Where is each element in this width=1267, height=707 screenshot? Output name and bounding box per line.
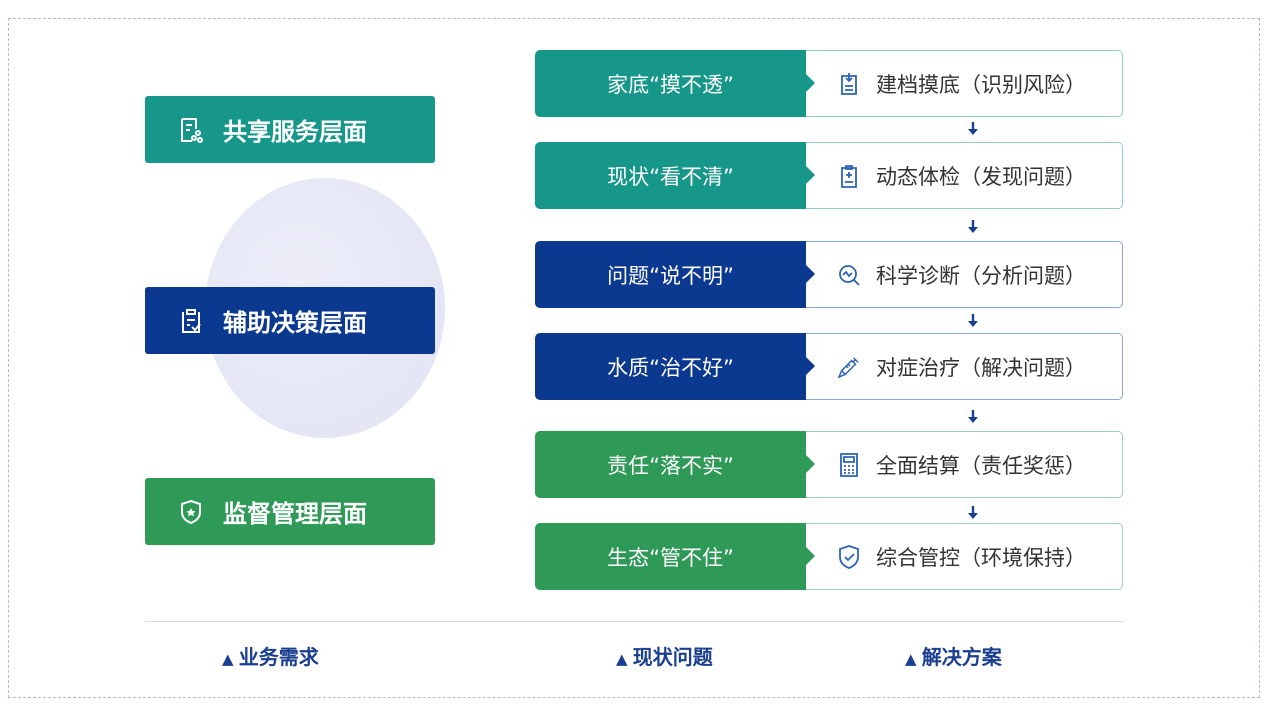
problem-label: 问题“说不明” bbox=[535, 241, 815, 308]
layer-decision-support: 辅助决策层面 bbox=[145, 287, 435, 354]
solution-box: 科学诊断（分析问题） bbox=[806, 241, 1123, 308]
solution-box: 动态体检（发现问题） bbox=[806, 142, 1123, 209]
solution-label: 科学诊断（分析问题） bbox=[876, 263, 1086, 288]
problem-solution-row: 水质“治不好” 对症治疗（解决问题） bbox=[535, 333, 1123, 400]
problem-label: 生态“管不住” bbox=[535, 523, 815, 590]
solution-box: 建档摸底（识别风险） bbox=[806, 50, 1123, 117]
footer-text: 解决方案 bbox=[921, 645, 1002, 669]
triangle-up-icon: ▲ bbox=[222, 650, 239, 668]
down-arrow-icon bbox=[968, 122, 978, 135]
footer-label-current-problems: ▲ 现状问题 bbox=[616, 641, 713, 670]
problem-solution-row: 问题“说不明” 科学诊断（分析问题） bbox=[535, 241, 1123, 308]
solution-label: 建档摸底（识别风险） bbox=[876, 72, 1086, 97]
triangle-up-icon: ▲ bbox=[905, 650, 922, 668]
shield-star-icon bbox=[179, 499, 203, 525]
problem-solution-row: 生态“管不住” 综合管控（环境保持） bbox=[535, 523, 1123, 590]
layer-supervision: 监督管理层面 bbox=[145, 478, 435, 545]
down-arrow-icon bbox=[968, 314, 978, 327]
problem-label: 现状“看不清” bbox=[535, 142, 815, 209]
problem-solution-row: 责任“落不实” 全面结算（责任奖惩） bbox=[535, 431, 1123, 498]
problem-solution-row: 家底“摸不透” 建档摸底（识别风险） bbox=[535, 50, 1123, 117]
solution-label: 全面结算（责任奖惩） bbox=[876, 453, 1086, 478]
calculator-icon bbox=[838, 452, 860, 477]
solution-box: 全面结算（责任奖惩） bbox=[806, 431, 1123, 498]
layer-label: 辅助决策层面 bbox=[223, 309, 367, 337]
down-arrow-icon bbox=[968, 506, 978, 519]
solution-box: 综合管控（环境保持） bbox=[806, 523, 1123, 590]
layer-label: 监督管理层面 bbox=[223, 500, 367, 528]
solution-label: 对症治疗（解决问题） bbox=[876, 355, 1086, 380]
solution-label: 综合管控（环境保持） bbox=[876, 545, 1086, 570]
shield-check-icon bbox=[838, 544, 860, 569]
document-check-icon bbox=[179, 308, 203, 334]
clipboard-plus-icon bbox=[838, 164, 860, 188]
clipboard-download-icon bbox=[838, 72, 860, 96]
dashed-frame bbox=[8, 18, 1260, 698]
down-arrow-icon bbox=[968, 220, 978, 233]
divider bbox=[145, 621, 1123, 622]
solution-box: 对症治疗（解决问题） bbox=[806, 333, 1123, 400]
footer-text: 业务需求 bbox=[238, 645, 319, 669]
problem-label: 水质“治不好” bbox=[535, 333, 815, 400]
solution-label: 动态体检（发现问题） bbox=[876, 164, 1086, 189]
layer-label: 共享服务层面 bbox=[223, 118, 367, 146]
footer-label-solutions: ▲ 解决方案 bbox=[905, 641, 1002, 670]
triangle-up-icon: ▲ bbox=[616, 650, 633, 668]
footer-label-business-needs: ▲ 业务需求 bbox=[222, 641, 319, 670]
layer-shared-service: 共享服务层面 bbox=[145, 96, 435, 163]
problem-solution-row: 现状“看不清” 动态体检（发现问题） bbox=[535, 142, 1123, 209]
down-arrow-icon bbox=[968, 410, 978, 423]
syringe-icon bbox=[838, 355, 860, 379]
document-share-icon bbox=[179, 117, 203, 143]
footer-text: 现状问题 bbox=[632, 645, 713, 669]
problem-label: 责任“落不实” bbox=[535, 431, 815, 498]
magnifier-chart-icon bbox=[838, 263, 860, 287]
problem-label: 家底“摸不透” bbox=[535, 50, 815, 117]
